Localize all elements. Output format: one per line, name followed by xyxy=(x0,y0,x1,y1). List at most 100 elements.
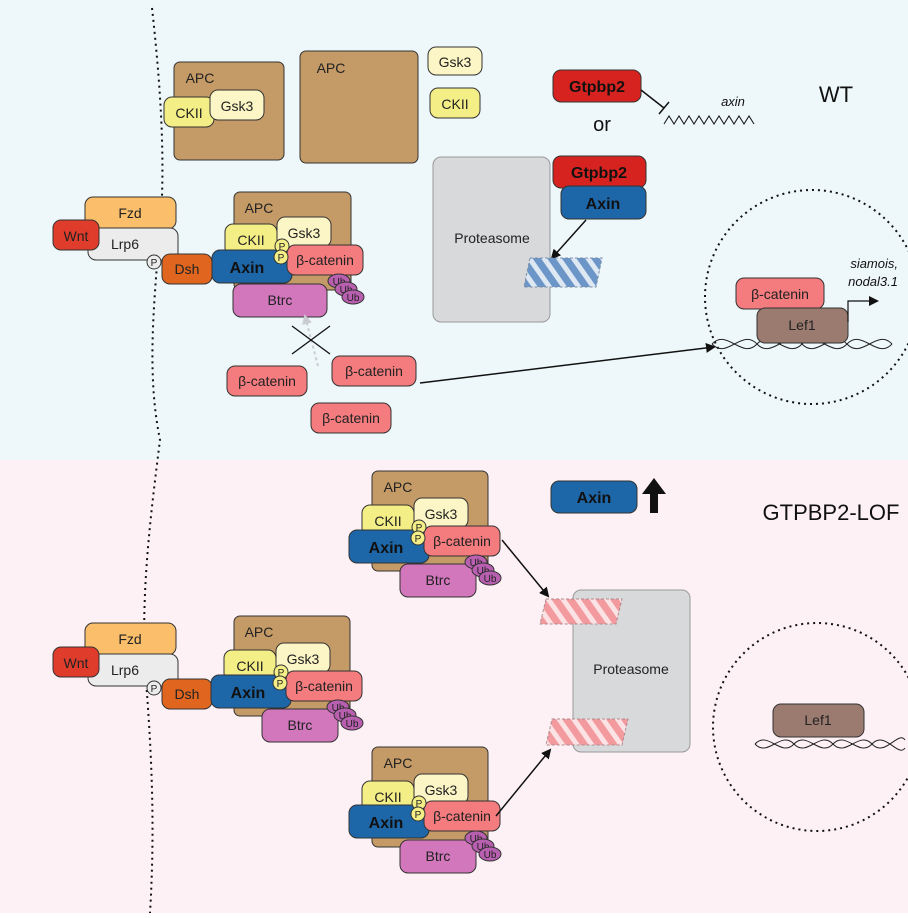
target-gene-label: siamois, xyxy=(850,256,898,271)
btrc-box xyxy=(399,563,477,598)
apc-label: APC xyxy=(317,60,346,76)
beta-catenin-box xyxy=(226,365,308,397)
gsk3-label: Gsk3 xyxy=(439,54,472,70)
gsk3-label: Gsk3 xyxy=(425,782,458,798)
beta-catenin-label: β-catenin xyxy=(322,410,380,426)
phosphate-label: P xyxy=(415,534,422,545)
ckii-label: CKII xyxy=(236,658,263,674)
ckii-label: CKII xyxy=(237,232,264,248)
ubiquitin-label: Ub xyxy=(340,285,353,296)
transcription-start-arrow-icon xyxy=(847,296,879,322)
beta-catenin-box xyxy=(331,355,417,387)
nucleus xyxy=(712,622,908,832)
or-label: or xyxy=(593,114,611,136)
ubiquitin xyxy=(478,846,502,862)
beta-catenin-label: β-catenin xyxy=(345,363,403,379)
phosphate-label: P xyxy=(279,242,286,253)
beta-catenin-label: β-catenin xyxy=(295,678,353,694)
btrc-label: Btrc xyxy=(288,717,313,733)
phosphate-circle xyxy=(146,254,162,270)
phosphate-circle xyxy=(410,530,426,546)
mrna-wave-icon xyxy=(663,115,755,125)
ckii-box xyxy=(429,87,481,119)
gsk3-box xyxy=(427,46,483,76)
wnt-label: Wnt xyxy=(64,655,89,671)
ubiquitin-label: Ub xyxy=(332,703,345,714)
ubiquitin-label: Ub xyxy=(470,834,483,845)
inhibition-bar-icon xyxy=(658,101,670,115)
ckii-label: CKII xyxy=(374,513,401,529)
ubiquitin xyxy=(478,570,502,586)
gsk3-label: Gsk3 xyxy=(425,506,458,522)
ckii-label: CKII xyxy=(175,105,202,121)
wnt-box xyxy=(52,219,100,251)
gtpbp2-label: Gtpbp2 xyxy=(571,165,627,182)
lef1-box xyxy=(756,307,849,344)
btrc-box xyxy=(261,708,339,743)
ubiquitin-label: Ub xyxy=(484,574,497,585)
ubiquitin-label: Ub xyxy=(477,566,490,577)
axin-label: Axin xyxy=(369,815,404,832)
gsk3-label: Gsk3 xyxy=(221,98,254,114)
ckii-label: CKII xyxy=(374,789,401,805)
btrc-label: Btrc xyxy=(268,292,293,308)
ubiquitin-label: Ub xyxy=(339,711,352,722)
phosphate-label: P xyxy=(277,679,284,690)
axin-label: Axin xyxy=(586,196,621,213)
degraded-beta-catenin xyxy=(545,718,629,746)
degradation-arrow xyxy=(495,748,552,817)
fzd-label: Fzd xyxy=(118,205,141,221)
lef1-label: Lef1 xyxy=(788,317,815,333)
gsk3-label: Gsk3 xyxy=(288,225,321,241)
lrp6-label: Lrp6 xyxy=(111,662,139,678)
degraded-axin xyxy=(523,257,603,288)
gtpbp2-lof-label: GTPBP2-LOF xyxy=(763,500,900,525)
beta-catenin-label: β-catenin xyxy=(238,373,296,389)
proteasome xyxy=(432,156,551,323)
axin-label: Axin xyxy=(577,490,612,507)
proteasome-label: Proteasome xyxy=(593,661,669,677)
axin-label: Axin xyxy=(231,685,266,702)
phosphate-circle xyxy=(146,680,162,696)
axin-mrna-label: axin xyxy=(721,94,745,109)
axin-box xyxy=(550,480,638,514)
phosphate-label: P xyxy=(415,810,422,821)
wnt-label: Wnt xyxy=(64,228,89,244)
arrow-up-icon xyxy=(642,478,666,513)
dna-helix-icon xyxy=(754,737,906,749)
phosphate-circle xyxy=(273,249,289,265)
axin-box xyxy=(560,185,647,220)
target-gene-label: nodal3.1 xyxy=(848,274,898,289)
phosphate-label: P xyxy=(278,668,285,679)
ubiquitin xyxy=(341,289,365,305)
gsk3-label: Gsk3 xyxy=(287,651,320,667)
phosphate-circle xyxy=(272,675,288,691)
dsh-label: Dsh xyxy=(175,686,200,702)
inhibition-bar-icon xyxy=(640,89,665,109)
beta-catenin-label: β-catenin xyxy=(433,533,491,549)
ubiquitin xyxy=(340,715,364,731)
ubiquitin-label: Ub xyxy=(470,558,483,569)
ubiquitin-label: Ub xyxy=(346,719,359,730)
phosphate-label: P xyxy=(151,684,158,695)
axin-label: Axin xyxy=(230,260,265,277)
dsh-label: Dsh xyxy=(175,261,200,277)
apc-box xyxy=(299,50,419,164)
btrc-label: Btrc xyxy=(426,848,451,864)
ubiquitin-label: Ub xyxy=(484,850,497,861)
gsk3-box xyxy=(209,89,265,121)
phosphate-label: P xyxy=(278,253,285,264)
cell-membrane xyxy=(143,7,164,914)
degradation-arrow xyxy=(501,539,550,598)
degraded-beta-catenin xyxy=(539,598,623,625)
gtpbp2-label: Gtpbp2 xyxy=(569,79,625,96)
ubiquitin-label: Ub xyxy=(333,277,346,288)
axin-label: Axin xyxy=(369,540,404,557)
btrc-box xyxy=(232,283,328,318)
lef1-label: Lef1 xyxy=(804,712,831,728)
proteasome-label: Proteasome xyxy=(454,230,530,246)
beta-catenin-box xyxy=(310,402,392,434)
wt-label: WT xyxy=(819,82,853,107)
gtpbp2-box xyxy=(552,69,642,103)
